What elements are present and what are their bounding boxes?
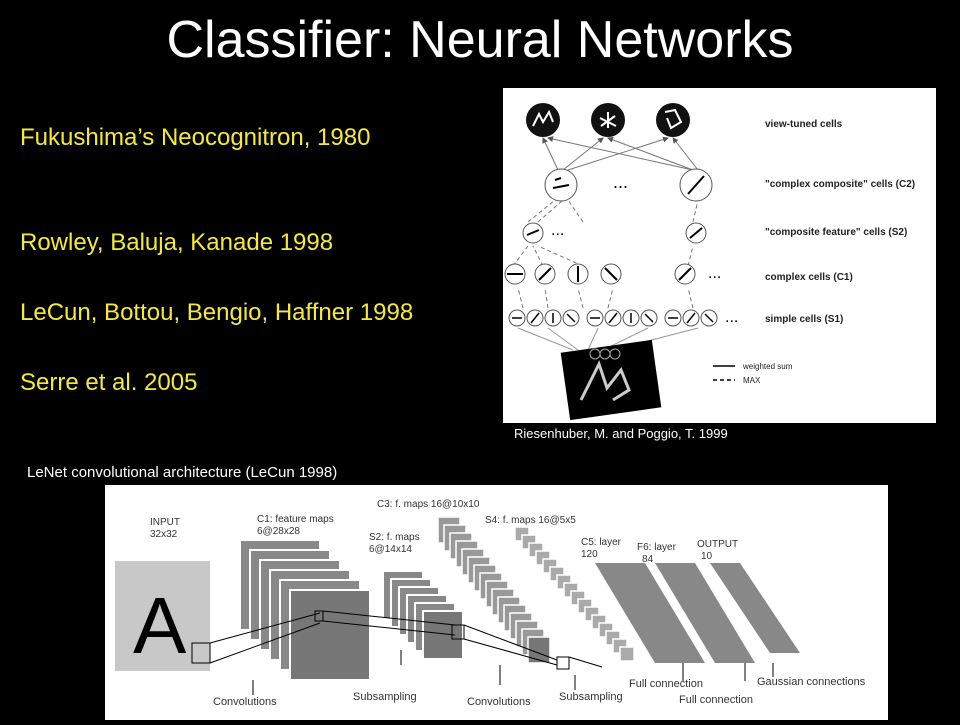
hmax-label-s2: "composite feature" cells (S2) — [765, 227, 907, 238]
lenet-label-f6-size: 84 — [642, 554, 654, 565]
lenet-label-output: OUTPUT — [697, 539, 738, 550]
lenet-input-image — [115, 561, 210, 671]
legend-weighted-sum: weighted sum — [742, 362, 793, 371]
lenet-label-c5-size: 120 — [581, 549, 598, 560]
hmax-ellipsis-s1: ... — [725, 309, 738, 326]
ref-neocognitron: Fukushima’s Neocognitron, 1980 — [20, 124, 371, 151]
lenet-label-s2: S2: f. maps — [369, 532, 420, 543]
lenet-label-c3: C3: f. maps 16@10x10 — [377, 499, 480, 510]
hmax-label-view-tuned: view-tuned cells — [765, 119, 843, 130]
lenet-caption: LeNet convolutional architecture (LeCun … — [27, 464, 338, 481]
lenet-op-convolutions-2: Convolutions — [467, 696, 531, 708]
hmax-label-c2: "complex composite" cells (C2) — [765, 179, 915, 190]
lenet-op-full-connection-2: Full connection — [679, 694, 753, 706]
ref-lecun: LeCun, Bottou, Bengio, Haffner 1998 — [20, 299, 414, 326]
lenet-op-subsampling-2: Subsampling — [559, 691, 623, 703]
hmax-ellipsis-s2: ... — [551, 222, 564, 239]
lenet-label-input-size: 32x32 — [150, 529, 178, 540]
lenet-label-c5: C5: layer — [581, 537, 622, 548]
hmax-ellipsis-c2: ... — [613, 172, 628, 192]
lenet-diagram: INPUT 32x32 C1: feature maps 6@28x28 S2:… — [115, 499, 866, 708]
lenet-label-s2-size: 6@14x14 — [369, 544, 412, 555]
lenet-figure: INPUT 32x32 C1: feature maps 6@28x28 S2:… — [105, 485, 888, 720]
ref-rowley: Rowley, Baluja, Kanade 1998 — [20, 229, 334, 256]
hmax-label-c1: complex cells (C1) — [765, 272, 853, 283]
slide-title: Classifier: Neural Networks — [166, 11, 794, 69]
lenet-op-gaussian: Gaussian connections — [757, 676, 866, 688]
hmax-ellipsis-c1: ... — [708, 265, 721, 282]
ref-serre: Serre et al. 2005 — [20, 369, 198, 396]
lenet-label-s4: S4: f. maps 16@5x5 — [485, 515, 576, 526]
lenet-label-input: INPUT — [150, 517, 180, 528]
lenet-label-output-size: 10 — [701, 551, 713, 562]
lenet-op-subsampling-1: Subsampling — [353, 691, 417, 703]
hmax-figure: ... ... ... — [503, 88, 936, 423]
hmax-caption: Riesenhuber, M. and Poggio, T. 1999 — [514, 426, 728, 441]
legend-max: MAX — [743, 376, 761, 385]
lenet-label-c1-size: 6@28x28 — [257, 526, 300, 537]
lenet-label-f6: F6: layer — [637, 542, 677, 553]
lenet-label-c1: C1: feature maps — [257, 514, 334, 525]
hmax-stimulus-image — [560, 339, 662, 421]
lenet-op-convolutions-1: Convolutions — [213, 696, 277, 708]
view-tuned-cells — [526, 103, 690, 137]
hmax-diagram: ... ... ... — [504, 103, 915, 421]
lenet-input-glyph: A — [133, 581, 187, 670]
hmax-label-s1: simple cells (S1) — [765, 314, 843, 325]
lenet-op-full-connection-1: Full connection — [629, 678, 703, 690]
